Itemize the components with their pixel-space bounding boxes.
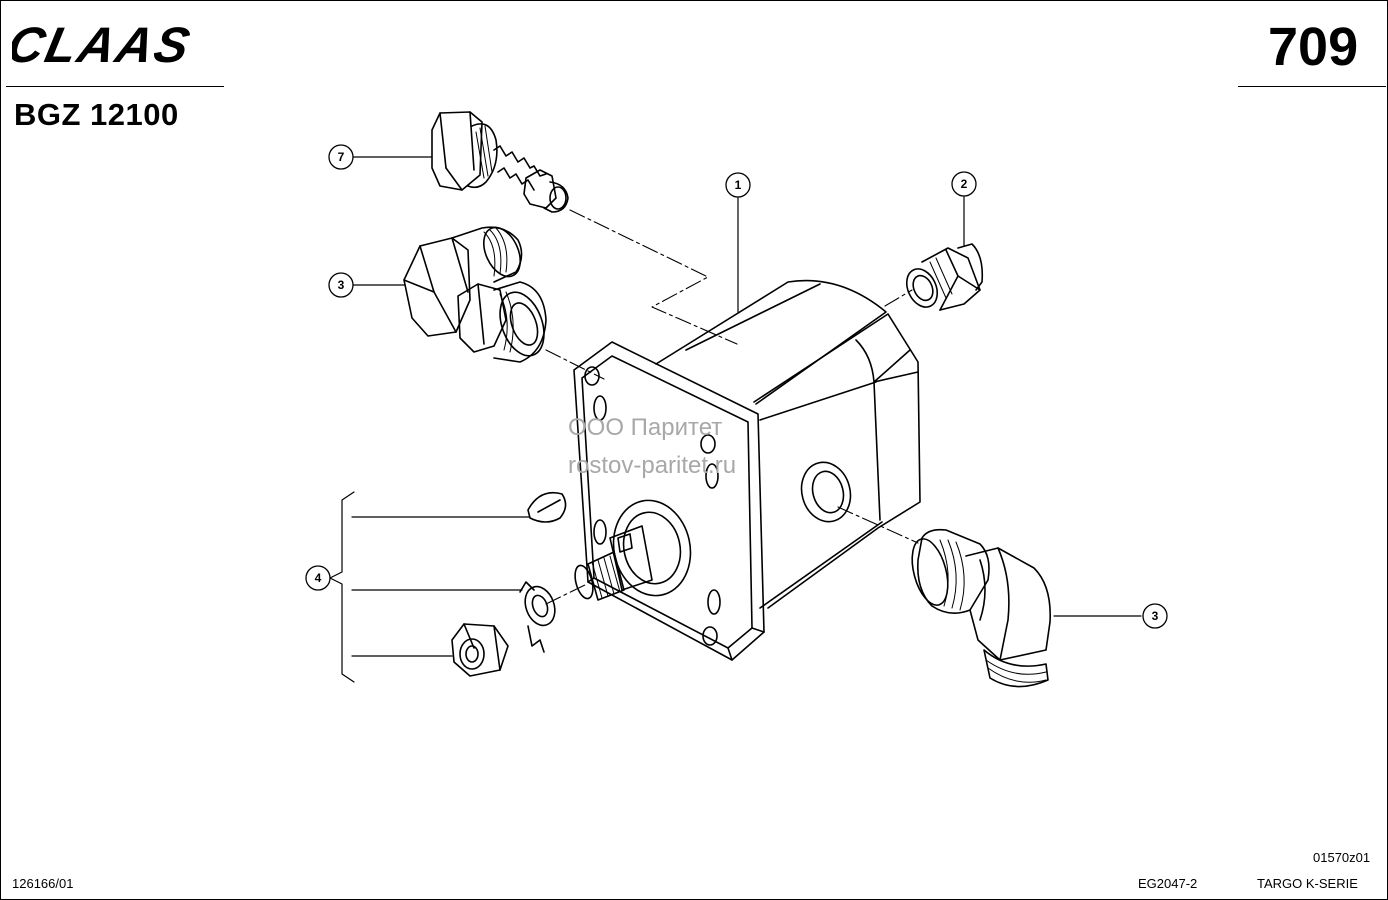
callout-1-circle (725, 172, 751, 198)
callout-3-circle (328, 272, 354, 298)
callout-1: 1 (735, 178, 742, 192)
watermark-line-1: ООО Паритет (568, 414, 722, 441)
watermark: ООО Паритет rostov-paritet.ru (568, 414, 736, 479)
part-straight-fitting (905, 243, 984, 311)
watermark-line-2: rostov-paritet.ru (568, 452, 736, 479)
part-elbow-fitting (911, 528, 1051, 688)
callout-3: 3 (338, 278, 345, 292)
callout-4-circle (305, 565, 331, 591)
leader-lines (329, 156, 1142, 683)
drawing-code: 01570z01 (1313, 850, 1371, 865)
callout-4: 4 (315, 571, 322, 585)
callout-3b: 3 (1152, 609, 1159, 623)
callout-circles (305, 144, 1168, 629)
part-lock-washer (519, 581, 556, 653)
claas-logo-icon: CLAAS (12, 18, 196, 70)
part-swivel-fitting-left (403, 226, 547, 363)
part-key (527, 491, 567, 523)
part-relief-valve (431, 111, 569, 213)
document-number: 126166/01 (12, 876, 74, 891)
reference-code: EG2047-2 (1138, 876, 1198, 891)
page-number: 709 (1268, 17, 1359, 77)
group-code: BGZ 12100 (14, 97, 179, 132)
header-rule-right (1238, 86, 1386, 87)
callout-7: 7 (338, 150, 345, 164)
machine-series: TARGO K-SERIE (1257, 876, 1358, 891)
callout-2: 2 (961, 177, 968, 191)
callout-3b-circle (1142, 603, 1168, 629)
svg-text:CLAAS: CLAAS (12, 18, 196, 70)
part-hex-nut (451, 623, 509, 677)
callout-7-circle (328, 144, 354, 170)
callout-numbers: 7 3 1 2 4 3 (315, 150, 1159, 623)
callout-2-circle (951, 171, 977, 197)
assembly-axis-lines (545, 209, 919, 605)
part-gear-pump (573, 279, 921, 661)
header-rule-left (6, 86, 224, 87)
